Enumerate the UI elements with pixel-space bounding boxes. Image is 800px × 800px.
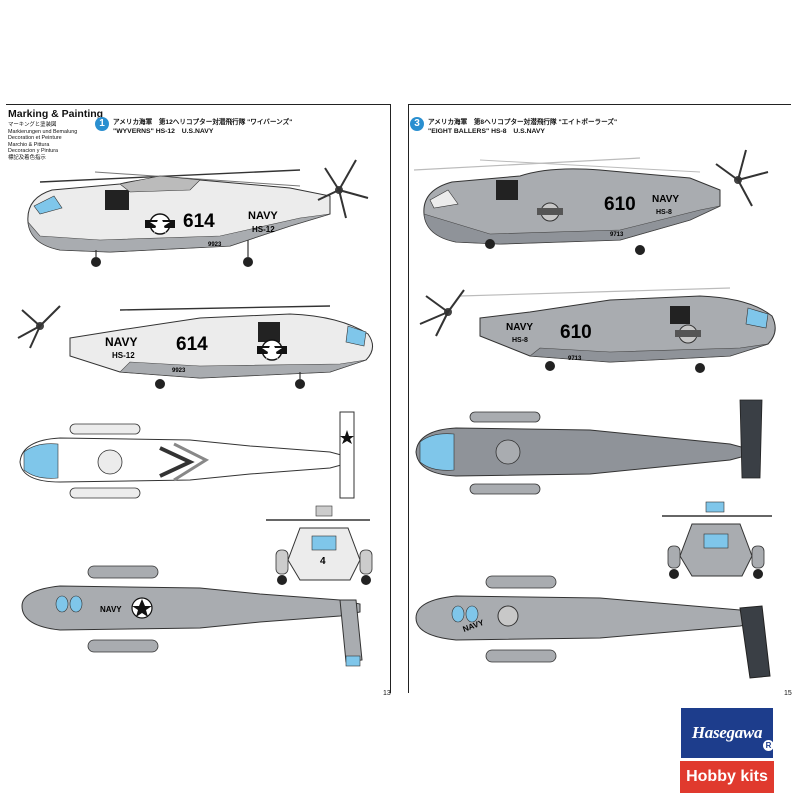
tail-mark-text: 4: [320, 556, 326, 567]
right-sheet-border: [408, 104, 791, 693]
scheme-title-en: "EIGHT BALLERS" HS-8 U.S.NAVY: [428, 128, 545, 135]
serial-text: 9923: [208, 242, 222, 248]
lang-line: 標記及着色指示: [8, 154, 46, 161]
helicopter-top-view: [19, 411, 355, 499]
side-number-text: 610: [560, 322, 592, 343]
navy-text: NAVY: [248, 210, 278, 222]
left-sheet-border: [6, 104, 391, 693]
left-drawings: 614 NAVY HS-12 9923 NAVY HS-12 614 9923: [17, 159, 373, 667]
language-list: マーキングと塗装図 Markierungen und Bemalung Deco…: [8, 122, 77, 162]
right-drawings: 610 NAVY HS-8 9713 NAVY HS-8 610 9713: [413, 149, 776, 679]
lang-line: Decoracion y Pintura: [8, 148, 59, 155]
brand-tagline: Hobby kits: [686, 768, 768, 785]
lang-line: Marchio & Pittura: [8, 141, 50, 148]
navy-text: NAVY: [652, 194, 679, 205]
helicopter-front-view: [662, 501, 772, 579]
unit-code-text: HS-8: [656, 209, 672, 216]
unit-code-text: HS-8: [512, 337, 528, 344]
helicopter-bottom-view: [415, 575, 771, 679]
helicopter-side-view-right: [17, 305, 373, 389]
lang-line: Decoration et Peinture: [8, 135, 62, 142]
bottom-navy-text: NAVY: [100, 605, 122, 614]
helicopter-side-view-left: [27, 159, 369, 267]
navy-text: NAVY: [105, 335, 137, 349]
unit-code-text: HS-12: [252, 225, 275, 234]
helicopter-front-view: [266, 505, 373, 585]
lang-line: Markierungen und Bemalung: [8, 128, 78, 135]
side-number-text: 614: [183, 211, 215, 232]
registered-mark-icon: R: [763, 740, 774, 751]
section-title: Marking & Painting: [8, 108, 104, 120]
side-number-text: 610: [604, 194, 636, 215]
navy-text: NAVY: [506, 322, 533, 333]
scheme-number-badge: 1: [95, 117, 109, 131]
serial-text: 9713: [568, 356, 582, 362]
page-number: 13: [383, 690, 391, 697]
hasegawa-brand-badge: Hasegawa R Hobby kits: [680, 707, 774, 793]
serial-text: 9713: [610, 232, 624, 238]
serial-text: 9923: [172, 368, 186, 374]
helicopter-top-view: [415, 399, 763, 495]
left-instruction-page: Marking & Painting マーキングと塗装図 Markierunge…: [6, 104, 391, 697]
brand-logo: Hasegawa: [691, 723, 763, 742]
scheme-title-jp: アメリカ海軍 第8ヘリコプター対潜飛行隊 "エイトボーラーズ": [428, 119, 618, 126]
unit-code-text: HS-12: [112, 351, 135, 360]
brand-tagline-panel: Hobby kits: [680, 761, 774, 793]
scheme-number-badge: 3: [410, 117, 424, 131]
helicopter-bottom-view: [21, 565, 363, 667]
helicopter-side-view-right: [419, 287, 776, 373]
side-number-text: 614: [176, 334, 208, 355]
right-instruction-page: 3 アメリカ海軍 第8ヘリコプター対潜飛行隊 "エイトボーラーズ" "EIGHT…: [400, 0, 800, 800]
scheme-title-en: "WYVERNS" HS-12 U.S.NAVY: [113, 128, 214, 135]
brand-logo-panel: Hasegawa: [680, 707, 774, 759]
helicopter-side-view-left: [413, 149, 769, 255]
page-number: 15: [784, 690, 792, 697]
lang-line: マーキングと塗装図: [8, 122, 57, 128]
scheme-title-jp: アメリカ海軍 第12ヘリコプター対潜飛行隊 "ワイバーンズ": [113, 119, 293, 126]
